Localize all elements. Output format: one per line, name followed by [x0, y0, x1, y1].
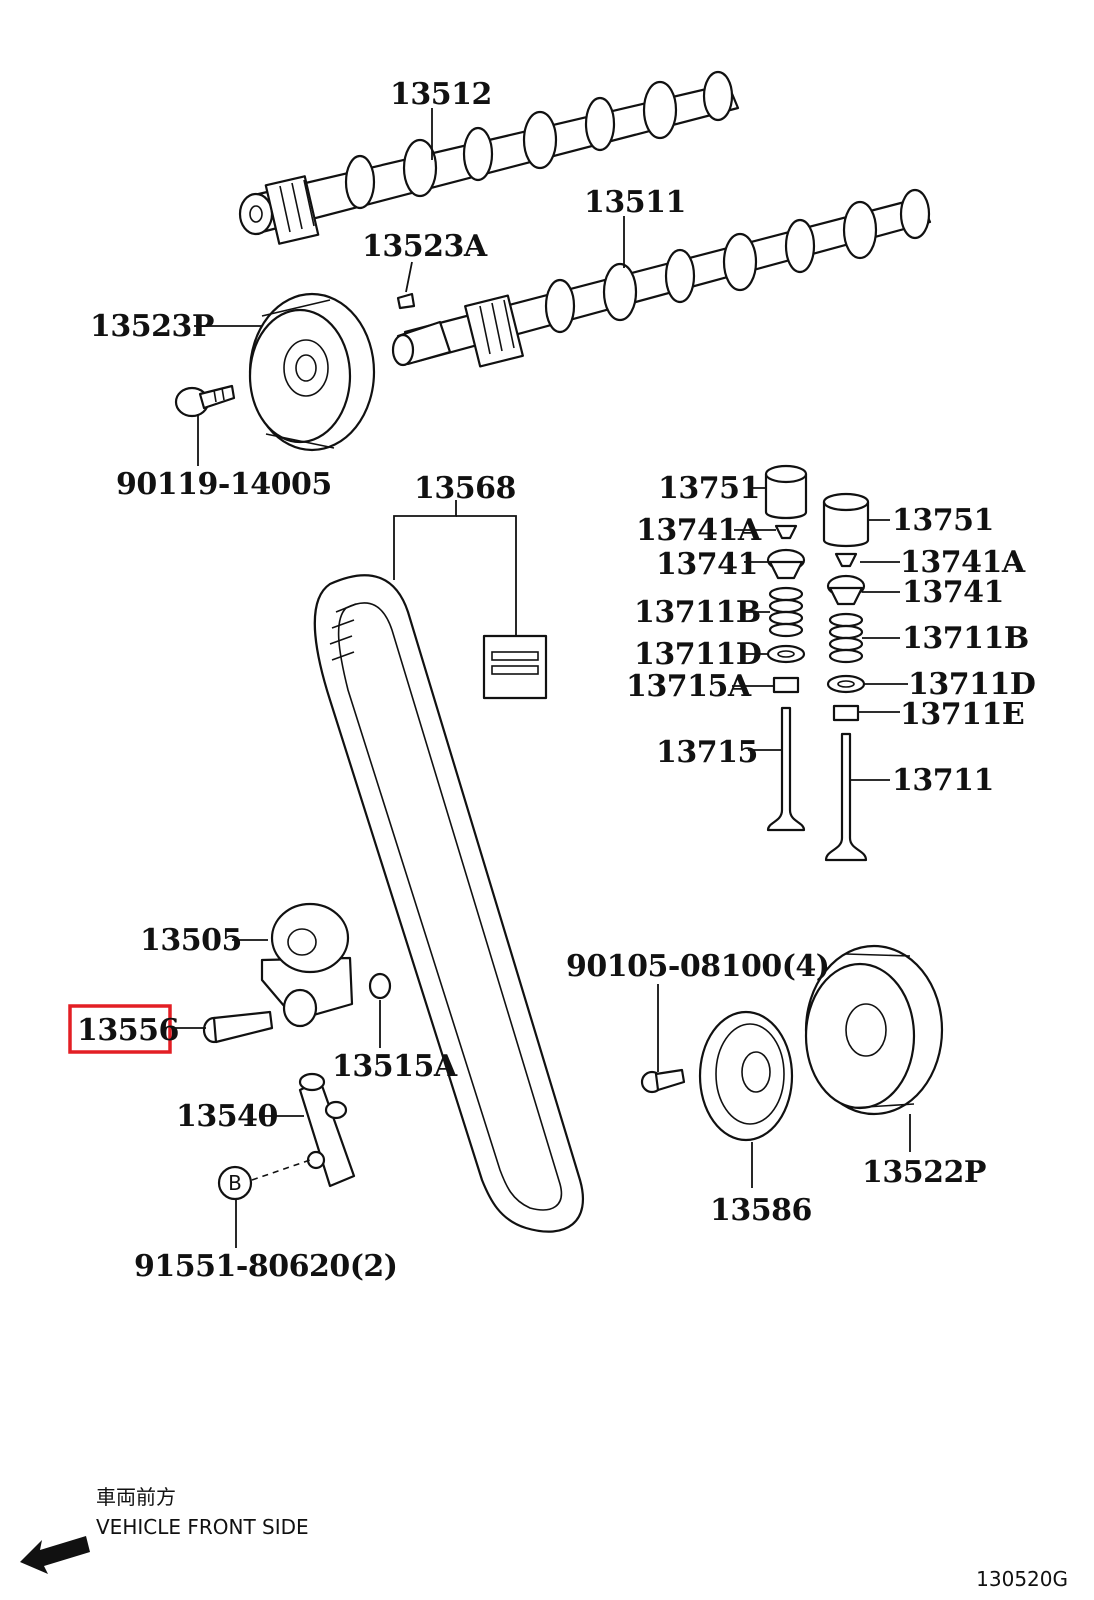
- label-13522P: 13522P: [862, 1155, 986, 1190]
- label-13711B-right: 13711B: [902, 621, 1029, 656]
- label-13741-right: 13741: [902, 575, 1004, 610]
- label-13556: 13556: [77, 1013, 179, 1048]
- front-direction-arrow-icon: [20, 1536, 90, 1574]
- label-13586: 13586: [710, 1193, 812, 1228]
- label-13540: 13540: [176, 1099, 278, 1134]
- label-13523P: 13523P: [90, 309, 214, 344]
- timing-belt-13568: [313, 574, 585, 1233]
- label-13505: 13505: [140, 923, 242, 958]
- label-13511: 13511: [584, 185, 686, 220]
- idler-pulley-13505: [260, 902, 354, 1028]
- front-side-japanese: 車両前方: [96, 1485, 176, 1509]
- camshaft-13511: [391, 188, 932, 368]
- label-13711D-right: 13711D: [908, 667, 1035, 702]
- label-13741A-right: 13741A: [900, 545, 1026, 580]
- washer-13515A: [368, 972, 392, 1000]
- valve-stack-left: [764, 464, 808, 832]
- label-13741A-left: 13741A: [636, 513, 762, 548]
- marker-b-text: B: [228, 1171, 242, 1195]
- pulley-bolt-90119: [174, 384, 236, 418]
- highlight-box-13556: [68, 1004, 172, 1054]
- label-13715: 13715: [656, 735, 758, 770]
- label-91551-80620: 91551-80620(2): [134, 1249, 397, 1284]
- leader-lines: [172, 108, 911, 1248]
- label-13515A: 13515A: [332, 1049, 458, 1084]
- woodruff-key-13523A: [396, 292, 416, 310]
- label-90119-14005: 90119-14005: [116, 467, 332, 502]
- crank-pulley-13586: [698, 1010, 794, 1142]
- label-13568: 13568: [414, 471, 516, 506]
- marker-b: B: [217, 1165, 253, 1201]
- tensioner-13540: [298, 1072, 356, 1188]
- valve-stack-right: [822, 492, 870, 862]
- label-13523A: 13523A: [362, 229, 488, 264]
- diagram-code: 130520G: [976, 1567, 1068, 1591]
- camshaft-13512: [238, 70, 740, 245]
- belt-label-tag: [482, 634, 548, 700]
- crank-pulley-13522P: [804, 944, 944, 1116]
- label-13751-right: 13751: [892, 503, 994, 538]
- bolt-90105: [640, 1068, 686, 1094]
- label-13711D-left: 13711D: [634, 637, 761, 672]
- label-13741-left: 13741: [656, 547, 758, 582]
- label-13751-left: 13751: [658, 471, 760, 506]
- camshaft-pulley-13523P: [248, 292, 376, 452]
- label-90105-08100: 90105-08100(4): [566, 949, 829, 984]
- label-13715A: 13715A: [626, 669, 752, 704]
- label-13711E: 13711E: [900, 697, 1024, 732]
- label-13711: 13711: [892, 763, 994, 798]
- label-13512: 13512: [390, 77, 492, 112]
- front-side-english: VEHICLE FRONT SIDE: [96, 1515, 309, 1539]
- label-13711B-left: 13711B: [634, 595, 761, 630]
- pivot-pin-13556: [202, 1010, 274, 1044]
